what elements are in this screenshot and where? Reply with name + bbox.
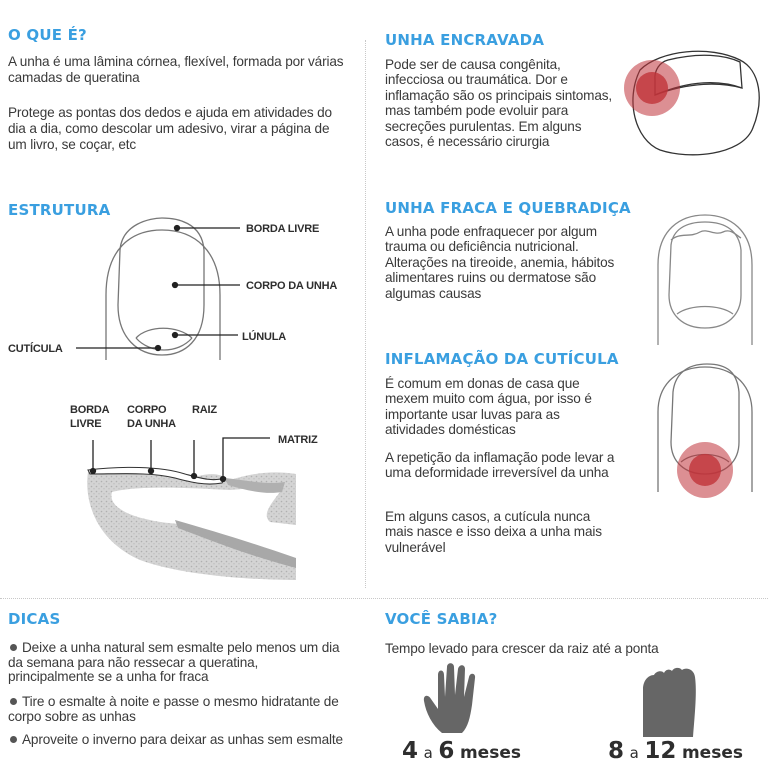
stat-sep: a	[423, 744, 433, 762]
horizontal-divider	[0, 598, 768, 599]
paragraph: Em alguns casos, a cutícula nunca mais n…	[385, 509, 602, 555]
paragraph: Pode ser de causa congênita, infecciosa …	[385, 57, 613, 150]
section-title: UNHA ENCRAVADA	[385, 31, 545, 49]
section-title: INFLAMAÇÃO DA CUTÍCULA	[385, 350, 619, 368]
finger-top-view-diagram	[76, 217, 240, 360]
label-lunula: LÚNULA	[242, 331, 287, 343]
label-raiz: RAIZ	[192, 404, 217, 416]
foot-icon	[643, 667, 696, 737]
foot-growth-stat: 8 a 12 meses	[608, 738, 743, 764]
bullet-icon	[10, 644, 17, 652]
stat-unit: meses	[459, 743, 521, 763]
section-title: VOCÊ SABIA?	[385, 610, 498, 628]
section-title: UNHA FRACA E QUEBRADIÇA	[385, 199, 631, 217]
cuticle-inflammation-icon	[657, 363, 753, 498]
bullet-icon	[10, 698, 17, 706]
label-matriz: MATRIZ	[278, 434, 318, 446]
list-item: Tire o esmalte à noite e passe o mesmo h…	[8, 694, 348, 724]
subtitle: Tempo levado para crescer da raiz até a …	[385, 641, 659, 656]
nail-cross-section-diagram	[87, 437, 297, 580]
bullet-icon	[10, 736, 17, 744]
label-corpo: CORPO	[127, 404, 167, 416]
label-borda: BORDA	[70, 404, 110, 416]
stat-max: 12	[644, 738, 677, 764]
hand-icon	[423, 663, 476, 733]
stat-min: 4	[402, 738, 419, 764]
tip-text: Aproveite o inverno para deixar as unhas…	[22, 732, 343, 747]
section-title: O QUE É?	[8, 26, 87, 44]
ingrown-nail-icon	[624, 50, 760, 156]
label-cuticula: CUTÍCULA	[8, 343, 63, 355]
label-corpo-da-unha: CORPO DA UNHA	[246, 280, 338, 292]
paragraph: É comum em donas de casa que mexem muito…	[385, 376, 592, 438]
paragraph: A unha é uma lâmina córnea, flexível, fo…	[8, 54, 344, 85]
list-item: Deixe a unha natural sem esmalte pelo me…	[8, 640, 348, 685]
list-item: Aproveite o inverno para deixar as unhas…	[8, 732, 348, 748]
stat-min: 8	[608, 738, 625, 764]
section-title: DICAS	[8, 610, 61, 628]
stat-sep: a	[629, 744, 639, 762]
label-livre: LIVRE	[70, 418, 102, 430]
stat-max: 6	[438, 738, 455, 764]
label-da-unha: DA UNHA	[127, 418, 176, 430]
paragraph: A unha pode enfraquecer por algum trauma…	[385, 224, 615, 301]
paragraph: Protege as pontas dos dedos e ajuda em a…	[8, 105, 332, 152]
label-borda-livre: BORDA LIVRE	[246, 223, 320, 235]
hand-growth-stat: 4 a 6 meses	[402, 738, 521, 764]
stat-unit: meses	[681, 743, 743, 763]
paragraph: A repetição da inflamação pode levar a u…	[385, 450, 615, 481]
tip-text: Deixe a unha natural sem esmalte pelo me…	[8, 640, 340, 685]
section-title: ESTRUTURA	[8, 201, 111, 219]
brittle-nail-icon	[657, 214, 753, 345]
tip-text: Tire o esmalte à noite e passe o mesmo h…	[8, 694, 339, 724]
vertical-divider	[365, 40, 366, 588]
